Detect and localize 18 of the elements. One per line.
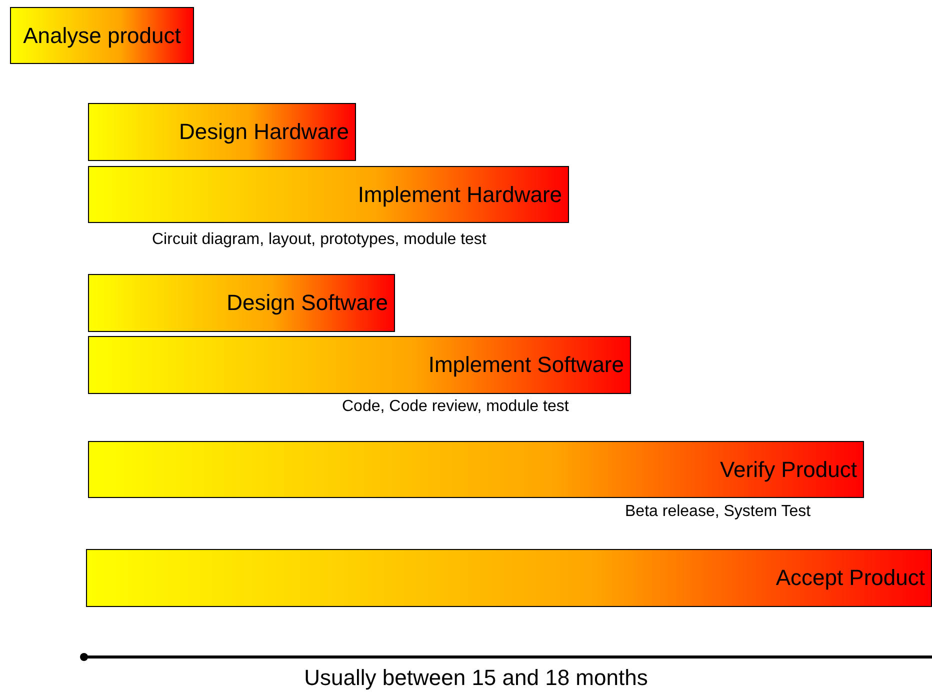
task-caption: Code, Code review, module test	[342, 398, 569, 416]
task-label: Accept Product	[776, 565, 925, 591]
task-bar	[86, 549, 932, 607]
task-bar	[88, 441, 864, 498]
task-label: Implement Hardware	[358, 182, 562, 208]
task-bar	[10, 7, 194, 64]
task-label: Analyse product	[23, 22, 181, 48]
task-label: Verify Product	[720, 456, 857, 482]
task-bar	[88, 166, 569, 223]
task-bar	[88, 336, 631, 394]
duration-note: Usually between 15 and 18 months	[303, 665, 649, 691]
task-bar	[88, 103, 356, 161]
task-bar	[88, 274, 395, 332]
task-caption: Beta release, System Test	[625, 503, 811, 521]
task-label: Implement Software	[428, 352, 624, 378]
task-caption: Circuit diagram, layout, prototypes, module test	[152, 231, 486, 249]
task-label: Design Hardware	[179, 119, 349, 145]
task-label: Design Software	[226, 290, 388, 316]
